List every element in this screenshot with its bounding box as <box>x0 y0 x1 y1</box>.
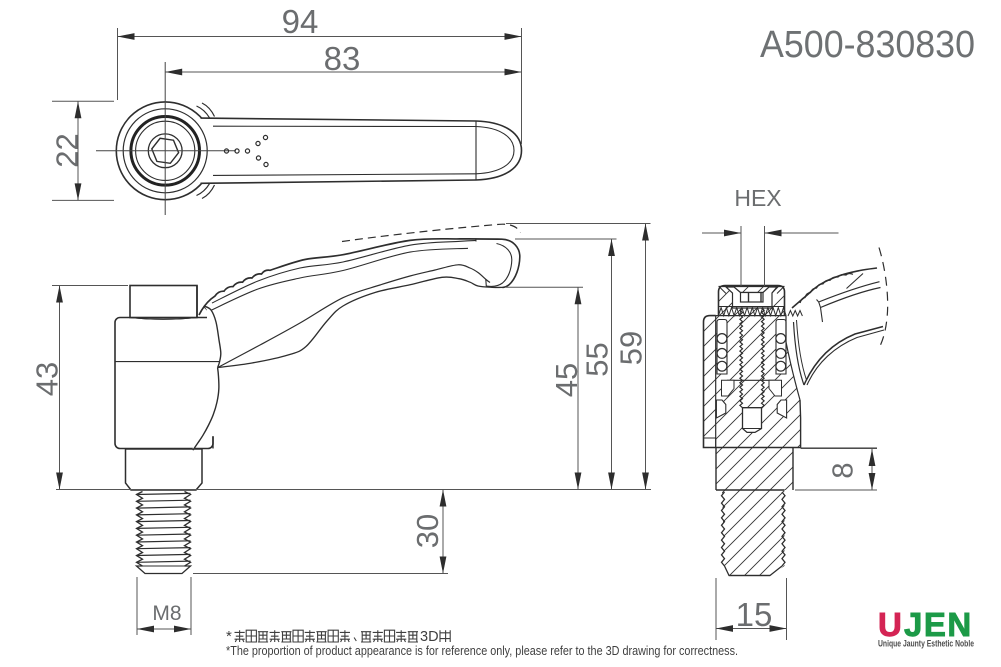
svg-text:30: 30 <box>410 514 445 548</box>
svg-text:45: 45 <box>549 363 584 397</box>
svg-text:A500-830830: A500-830830 <box>760 24 975 66</box>
svg-text:M8: M8 <box>152 602 181 625</box>
svg-text:U: U <box>878 606 902 643</box>
svg-text:43: 43 <box>30 362 65 396</box>
svg-text:8: 8 <box>828 462 860 478</box>
svg-text:Unique Jaunty Esthetic Noble: Unique Jaunty Esthetic Noble <box>878 639 974 649</box>
svg-text:59: 59 <box>614 331 649 365</box>
svg-text:*: * <box>226 628 232 645</box>
svg-text:3D: 3D <box>420 629 439 645</box>
svg-text:55: 55 <box>580 342 615 376</box>
svg-text:22: 22 <box>50 133 85 167</box>
svg-text:JEN: JEN <box>904 606 973 643</box>
svg-text:83: 83 <box>324 40 361 77</box>
svg-text:15: 15 <box>736 596 773 633</box>
svg-text:*The proportion of product app: *The proportion of product appearance is… <box>226 643 738 658</box>
svg-text:HEX: HEX <box>734 185 781 211</box>
svg-text:94: 94 <box>282 3 319 40</box>
